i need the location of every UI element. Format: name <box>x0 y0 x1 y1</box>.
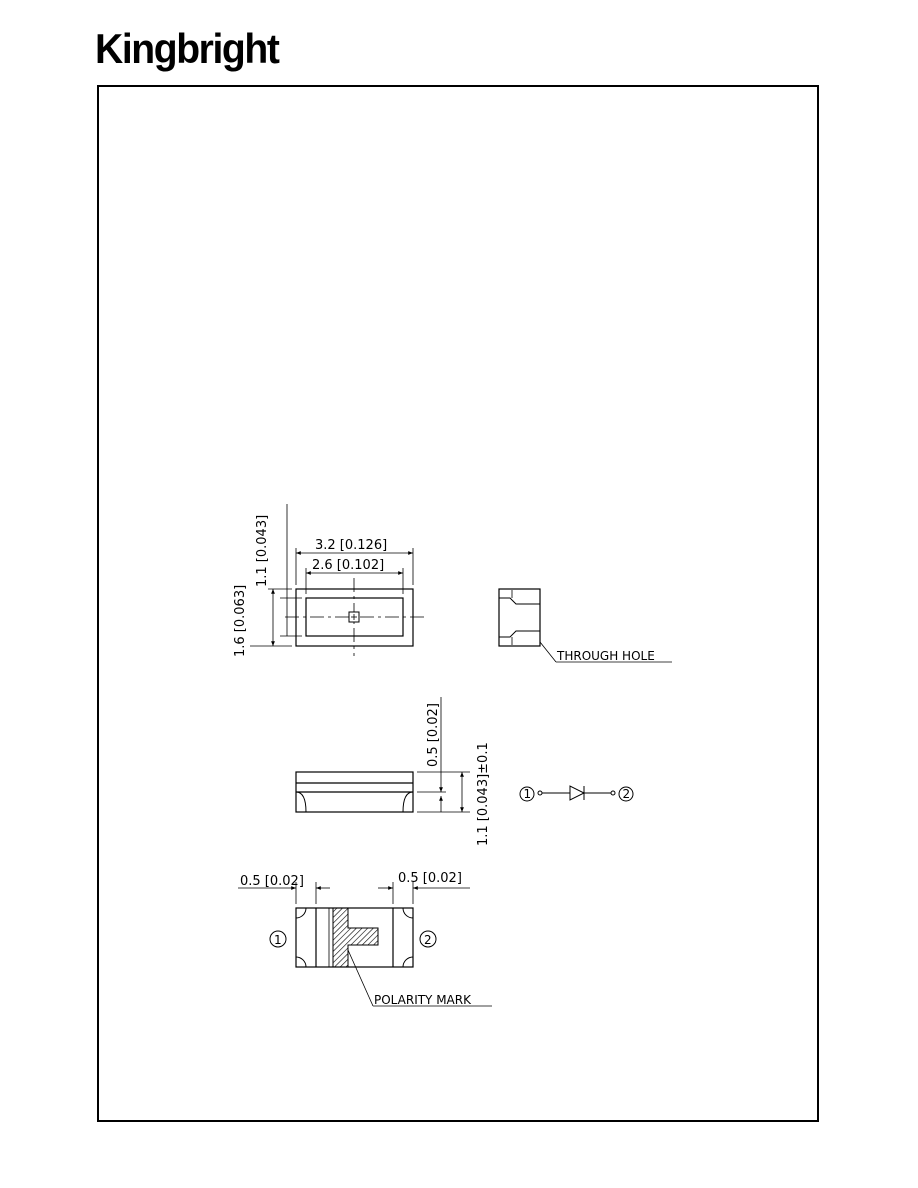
top-view-width-inner-label: 2.6 [0.102] <box>312 558 384 573</box>
schematic-pin2-circle <box>618 786 634 802</box>
drawing-frame <box>97 85 819 1122</box>
front-view-gap-label: 0.5 [0.02] <box>426 703 441 767</box>
schematic-pin1-label: 1 <box>524 787 532 801</box>
bottom-pin1-circle <box>269 930 287 948</box>
bottom-view-right-pad-label: 0.5 [0.02] <box>398 871 462 886</box>
top-view <box>250 504 425 656</box>
bottom-view-left-pad-label: 0.5 [0.02] <box>240 874 304 889</box>
bottom-view <box>238 882 492 1007</box>
top-view-width-outer-label: 3.2 [0.126] <box>315 538 387 553</box>
polarity-mark-callout: POLARITY MARK <box>374 993 472 1007</box>
schematic-pin1-circle <box>519 786 535 802</box>
bottom-pin2-label: 2 <box>424 933 432 947</box>
bottom-pin2-circle <box>419 930 437 948</box>
diode-schematic <box>519 785 634 802</box>
side-view <box>498 588 672 663</box>
schematic-pin2-label: 2 <box>623 787 631 801</box>
kingbright-logo: Kingbright <box>95 25 280 72</box>
top-view-height-outer-label: 1.6 [0.063] <box>233 585 248 657</box>
diode-symbol-icon <box>569 785 586 801</box>
bottom-pin1-label: 1 <box>274 933 282 947</box>
polarity-mark-shape <box>332 907 379 968</box>
side-view-body <box>498 588 541 647</box>
top-view-height-inner-label: 1.1 [0.043] <box>255 515 270 587</box>
front-view <box>295 697 470 813</box>
front-view-height-label: 1.1 [0.043]±0.1 <box>476 742 491 846</box>
bottom-view-body <box>295 907 414 968</box>
top-view-outer-body <box>295 588 414 647</box>
through-hole-callout: THROUGH HOLE <box>556 649 655 663</box>
